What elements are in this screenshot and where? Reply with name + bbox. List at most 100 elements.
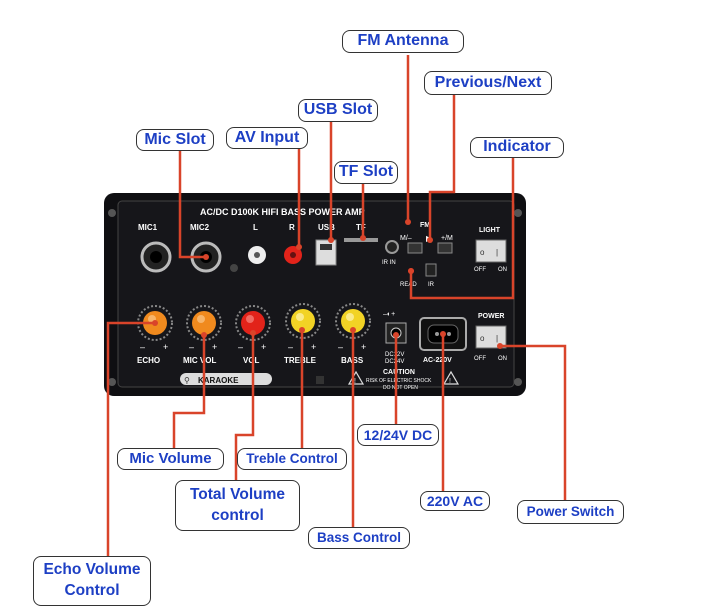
light-off-label: OFF [474, 267, 486, 273]
screw [514, 378, 522, 386]
knob-vol [235, 305, 271, 341]
dc-polarity-symbol: –◐+ [383, 311, 395, 318]
knob-echo-plus: + [163, 342, 168, 352]
callout-dc-input: 12/24V DC [357, 424, 439, 446]
warning-mark: ! [449, 378, 451, 385]
dc-label-1: DC12V [385, 352, 404, 358]
screw [108, 209, 116, 217]
read-label: READ [400, 282, 417, 288]
callout-echo-volume-line1: Echo Volume [43, 561, 141, 579]
prev-button-label: M/– [400, 235, 412, 242]
karaoke-label: KARAOKE [198, 376, 239, 385]
knob-mic-vol [186, 305, 222, 341]
leader-mic-volume [172, 335, 206, 448]
callout-ac-input: 220V AC [420, 491, 490, 511]
callout-power-switch: Power Switch [517, 500, 624, 524]
rca-left-jack-hole [254, 252, 260, 258]
knob-treble-minus: – [288, 342, 293, 352]
callout-mic-slot: Mic Slot [136, 129, 214, 151]
power-switch [475, 325, 507, 349]
callout-bass-control: Bass Control [308, 527, 410, 549]
callout-treble-control: Treble Control [237, 448, 347, 470]
next-button-label: +/M [441, 235, 453, 242]
mic1-label: MIC1 [138, 223, 158, 232]
power-switch-i: | [496, 334, 498, 343]
ac-label: AC-220V [423, 357, 452, 364]
light-switch [475, 239, 507, 263]
knob-echo-minus: – [140, 342, 145, 352]
leader-power-switch [500, 344, 567, 500]
knob-bass [335, 303, 371, 339]
ac-pin [447, 332, 451, 336]
power-on-label: ON [498, 356, 507, 362]
rca-right-jack-hole [290, 252, 296, 258]
callout-total-volume-line2: control [211, 506, 264, 524]
usb-port [315, 239, 337, 266]
caution-label: CAUTION [383, 369, 415, 376]
light-switch-o: o [480, 248, 485, 257]
ir-label: IR [428, 282, 435, 288]
caution-sub1: RISK OF ELECTRIC SHOCK [366, 378, 432, 384]
panel-header: AC/DC D100K HIFI BASS POWER AMP [200, 207, 365, 217]
dc-label-2: DC24V [385, 359, 404, 365]
callout-echo-volume: Echo Volume Control [33, 556, 151, 606]
ir-in-jack [385, 240, 399, 254]
panel-vent [316, 376, 324, 384]
ir-in-label: IR IN [382, 260, 396, 266]
callout-tf-slot: TF Slot [334, 161, 398, 184]
rca-left-label: L [253, 223, 258, 232]
prev-button [407, 242, 423, 254]
callout-av-input: AV Input [226, 127, 308, 149]
fm-label: FM [420, 222, 430, 229]
leader-indicator [409, 158, 515, 300]
screw [514, 209, 522, 217]
leader-mic-slot [178, 151, 206, 259]
knob-treble-label: TREBLE [284, 356, 317, 365]
usb-port-inner [320, 244, 332, 250]
next-button [437, 242, 453, 254]
light-switch-i: | [496, 248, 498, 257]
callout-indicator: Indicator [470, 137, 564, 158]
karaoke-icon: ⚲ [184, 376, 190, 385]
leader-previous-next [428, 95, 456, 240]
screw [108, 378, 116, 386]
panel-bezel [117, 200, 515, 388]
warning-triangle-icon [442, 370, 460, 385]
ir-receiver [425, 263, 437, 277]
usb-label: USB [318, 223, 335, 232]
power-label: POWER [478, 313, 504, 320]
leader-echo [106, 321, 155, 560]
mic1-jack-hole [150, 251, 162, 263]
knob-treble [285, 303, 321, 339]
callout-previous-next: Previous/Next [424, 71, 552, 95]
caution-sub2: DO NOT OPEN [383, 385, 418, 391]
knob-vol-label: VOL [243, 356, 260, 365]
power-off-label: OFF [474, 356, 486, 362]
knob-mic-vol-label: MIC VOL [183, 356, 216, 365]
rca-right-label: R [289, 223, 295, 232]
callout-total-volume: Total Volume control [175, 480, 300, 531]
knob-vol-plus: + [261, 342, 266, 352]
callout-echo-volume-line2: Control [64, 582, 120, 599]
power-switch-o: o [480, 334, 485, 343]
light-on-label: ON [498, 267, 507, 273]
screw [230, 264, 238, 272]
leader-total-volume [234, 333, 255, 481]
callout-mic-volume: Mic Volume [117, 448, 224, 470]
leader-lines [106, 55, 567, 560]
knob-echo-label: ECHO [137, 356, 160, 365]
warning-mark: ! [354, 378, 356, 385]
knob-mic-vol-plus: + [212, 342, 217, 352]
callout-fm-antenna: FM Antenna [342, 30, 464, 53]
light-label: LIGHT [479, 227, 501, 234]
leader-dots [152, 219, 503, 349]
ac-pin [435, 332, 439, 336]
knob-vol-minus: – [238, 342, 243, 352]
knob-bass-minus: – [338, 342, 343, 352]
knob-treble-plus: + [311, 342, 316, 352]
tf-label: TF [356, 223, 366, 232]
mic2-label: MIC2 [190, 223, 210, 232]
callout-total-volume-line1: Total Volume [189, 485, 285, 503]
callout-usb-slot: USB Slot [298, 99, 378, 122]
